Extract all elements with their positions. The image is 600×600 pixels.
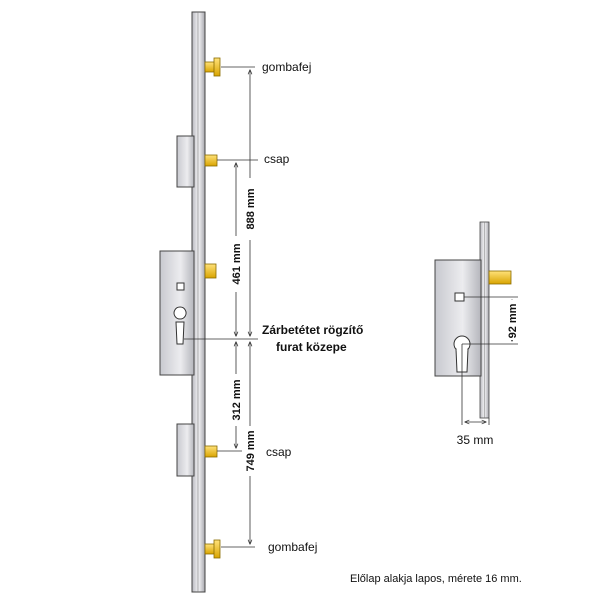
upper-gear-case (176, 135, 195, 188)
detail-square-hole (454, 292, 465, 302)
footnote: Előlap alakja lapos, mérete 16 mm. (350, 573, 522, 585)
dim-92: 92 mm (507, 303, 519, 338)
detail-latch-bolt (488, 270, 512, 285)
label-lower-pin: csap (266, 445, 292, 459)
label-top-knob: gombafej (262, 60, 311, 74)
label-upper-pin: csap (264, 152, 290, 166)
label-cylinder-center-2: furat közepe (276, 340, 347, 354)
dim-312: 312 mm (231, 379, 243, 420)
dim-35: 35 mm (457, 433, 494, 447)
main-lock (159, 11, 221, 593)
dim-461: 461 mm (231, 243, 243, 284)
dim-888: 888 mm (245, 188, 257, 229)
label-bottom-knob: gombafej (268, 540, 317, 554)
label-cylinder-center-1: Zárbetétet rögzítő (262, 323, 363, 337)
lower-pin (204, 445, 218, 458)
dim-749: 749 mm (245, 430, 257, 471)
upper-pin (204, 154, 218, 167)
top-mushroom-knob (204, 57, 221, 77)
cylinder-profile-hole (173, 306, 187, 320)
square-spindle-hole (176, 282, 185, 291)
main-lock-case (159, 250, 195, 376)
bottom-mushroom-knob (204, 539, 221, 559)
detail-view (434, 221, 512, 419)
main-latch-bolt (204, 263, 217, 279)
lower-gear-case (176, 423, 195, 477)
